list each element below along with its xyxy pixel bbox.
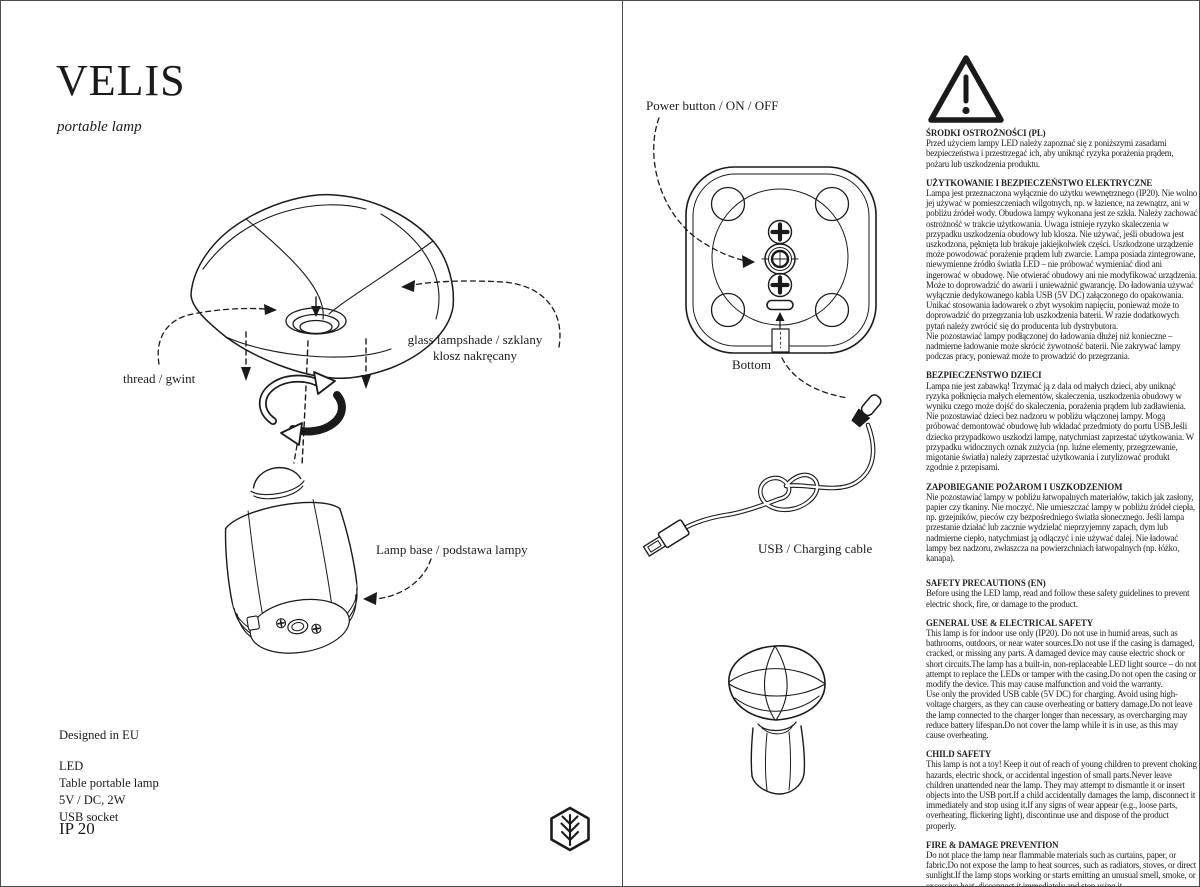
section-paragraph: Before using the LED lamp, read and foll… <box>926 588 1190 609</box>
lamp-base-label: Lamp base / podstawa lampy <box>376 542 528 557</box>
screw-icon <box>767 219 793 245</box>
section-paragraph: This lamp is not a toy! Keep it out of r… <box>926 759 1197 831</box>
safety-section-bezpieczenstwo-dzieci: BEZPIECZEŃSTWO DZIECI Lampa nie jest zab… <box>926 370 1198 472</box>
section-paragraph: Przed użyciem lampy LED należy zapoznać … <box>926 138 1174 169</box>
usb-a-connector-icon <box>642 519 690 557</box>
spec-line: 5V / DC, 2W <box>59 793 126 807</box>
power-button-icon <box>761 243 799 275</box>
designed-in-label: Designed in EU <box>59 728 139 742</box>
power-button-label: Power button / ON / OFF <box>646 98 779 113</box>
section-paragraph: Use only the provided USB cable (5V DC) … <box>926 689 1193 740</box>
rotation-arrows-icon <box>258 371 346 446</box>
lampshade-label: glass lampshade / szklany klosz nakręcan… <box>407 332 543 363</box>
bottom-view-drawing <box>653 117 877 399</box>
section-header: SAFETY PRECAUTIONS (EN) <box>926 578 1046 589</box>
section-header: GENERAL USE & ELECTRICAL SAFETY <box>926 617 1094 628</box>
spec-list: LED Table portable lamp 5V / DC, 2W USB … <box>59 758 159 826</box>
safety-section-general-use: GENERAL USE & ELECTRICAL SAFETY This lam… <box>926 618 1198 740</box>
spec-line: LED <box>59 759 84 773</box>
section-header: ZAPOBIEGANIE POŻAROM I USZKODZENIOM <box>926 481 1123 492</box>
section-paragraph: This lamp is for indoor use only (IP20).… <box>926 627 1197 689</box>
warning-icon <box>928 55 1004 123</box>
section-paragraph: Lampa jest przeznaczona wyłącznie do uży… <box>926 188 1198 331</box>
page-title: VELIS <box>56 56 186 105</box>
eco-leaf-icon <box>550 806 590 852</box>
safety-section-zapobieganie: ZAPOBIEGANIE POŻAROM I USZKODZENIOM Nie … <box>926 482 1198 564</box>
section-paragraph: Nie pozostawiać lampy w pobliżu łatwopal… <box>926 491 1195 563</box>
assembled-lamp-drawing <box>728 645 826 795</box>
safety-text-column: ŚRODKI OSTROŻNOŚCI (PL) Przed użyciem la… <box>926 128 1198 887</box>
safety-section-uzytkowanie: UŻYTKOWANIE I BEZPIECZEŃSTWO ELEKTRYCZNE… <box>926 178 1198 362</box>
usb-cable-drawing <box>642 394 882 557</box>
spec-line: Table portable lamp <box>59 776 159 790</box>
usb-port-icon <box>766 299 794 311</box>
section-header: UŻYTKOWANIE I BEZPIECZEŃSTWO ELEKTRYCZNE <box>926 177 1153 188</box>
bottom-view-label: Bottom <box>732 357 772 372</box>
section-header: ŚRODKI OSTROŻNOŚCI (PL) <box>926 128 1046 138</box>
safety-section-precautions-en: SAFETY PRECAUTIONS (EN) Before using the… <box>926 578 1198 609</box>
section-header: FIRE & DAMAGE PREVENTION <box>926 839 1059 850</box>
ip-rating: IP 20 <box>59 819 95 838</box>
section-header: BEZPIECZEŃSTWO DZIECI <box>926 370 1042 381</box>
section-paragraph: Nie pozostawiać lampy podłączonej do ład… <box>926 330 1181 362</box>
page-divider <box>622 1 623 886</box>
page-subtitle: portable lamp <box>57 119 142 135</box>
thread-label: thread / gwint <box>123 371 196 386</box>
spec-line: USB socket <box>59 810 119 824</box>
usb-c-connector-icon <box>851 394 882 428</box>
usb-cable-label: USB / Charging cable <box>758 541 873 556</box>
lamp-base-drawing <box>224 444 432 654</box>
section-paragraph: Do not place the lamp near flammable mat… <box>926 850 1197 887</box>
safety-section-child-safety: CHILD SAFETY This lamp is not a toy! Kee… <box>926 749 1198 831</box>
screw-icon <box>767 272 793 298</box>
lampshade-drawing <box>157 193 561 466</box>
safety-section-srodki-ostroznosci: ŚRODKI OSTROŻNOŚCI (PL) Przed użyciem la… <box>926 128 1198 169</box>
safety-section-fire-prevention: FIRE & DAMAGE PREVENTION Do not place th… <box>926 839 1198 887</box>
section-paragraph: Lampa nie jest zabawką! Trzymać ją z dal… <box>926 380 1194 473</box>
section-header: CHILD SAFETY <box>926 749 992 760</box>
